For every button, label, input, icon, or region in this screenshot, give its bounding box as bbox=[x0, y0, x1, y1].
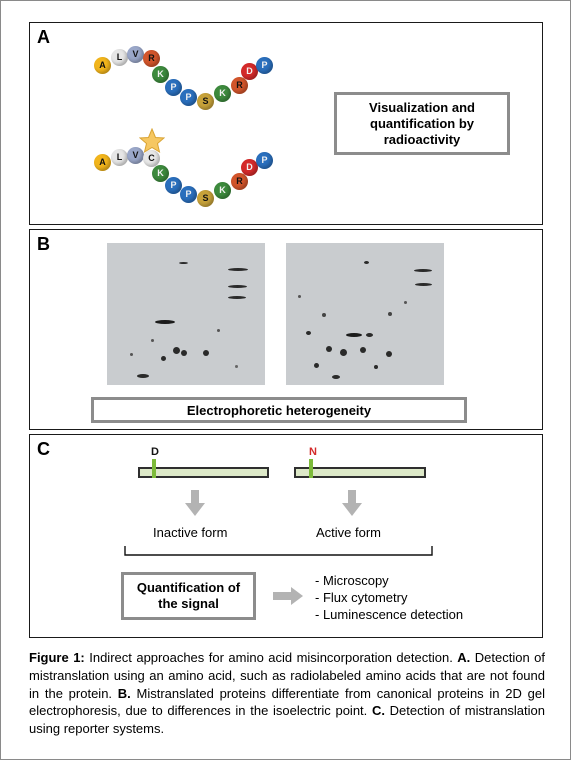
chain1-residue: P bbox=[165, 79, 182, 96]
chain2-residue: C bbox=[143, 150, 160, 167]
chain1-residue: R bbox=[143, 50, 160, 67]
panel-a-letter: A bbox=[37, 27, 50, 47]
quantification-box: Quantification of the signal bbox=[121, 572, 256, 620]
bracket bbox=[124, 546, 433, 556]
reporter-bar-active bbox=[294, 467, 426, 478]
detection-method-list: - Microscopy - Flux cytometry - Luminesc… bbox=[315, 572, 463, 623]
chain1-residue: A bbox=[94, 57, 111, 74]
figure-caption: Figure 1: Indirect approaches for amino … bbox=[29, 650, 545, 737]
chain2-residue: K bbox=[214, 182, 231, 199]
heterogeneity-box: Electrophoretic heterogeneity bbox=[91, 397, 467, 423]
chain1-residue: S bbox=[197, 93, 214, 110]
down-arrow-icon bbox=[342, 490, 362, 516]
chain2-residue: S bbox=[197, 190, 214, 207]
list-item: - Flux cytometry bbox=[315, 590, 408, 605]
chain1-residue: V bbox=[127, 46, 144, 63]
chain1-residue: P bbox=[180, 89, 197, 106]
chain1-residue: K bbox=[152, 66, 169, 83]
chain1-residue: L bbox=[111, 49, 128, 66]
caption-figure-label: Figure 1: bbox=[29, 650, 85, 665]
label-inactive-form: Inactive form bbox=[153, 525, 228, 540]
gel-image-mistranslated bbox=[286, 243, 444, 385]
panel-c: C D N Inactive form Active form Quantifi… bbox=[29, 434, 543, 638]
chain2-residue: L bbox=[111, 149, 128, 166]
list-item: - Microscopy bbox=[315, 573, 389, 588]
chain2-residue: A bbox=[94, 154, 111, 171]
chain1-residue: K bbox=[214, 85, 231, 102]
chain2-residue: V bbox=[127, 147, 144, 164]
marker-label-n: N bbox=[309, 446, 317, 458]
panel-b-letter: B bbox=[37, 234, 50, 254]
list-item: - Luminescence detection bbox=[315, 607, 464, 622]
chain2-residue: D bbox=[241, 159, 258, 176]
right-arrow-icon bbox=[273, 587, 303, 605]
chain1-residue: R bbox=[231, 77, 248, 94]
chain2-residue: P bbox=[180, 186, 197, 203]
chain2-residue: P bbox=[165, 177, 182, 194]
marker-n bbox=[309, 459, 313, 478]
chain2-residue: R bbox=[231, 173, 248, 190]
chain1-residue: P bbox=[256, 57, 273, 74]
chain2-residue: P bbox=[256, 152, 273, 169]
reporter-bar-inactive bbox=[138, 467, 269, 478]
radioactivity-box: Visualization and quantification by radi… bbox=[334, 92, 510, 155]
chain2-residue: K bbox=[152, 165, 169, 182]
chain1-residue: D bbox=[241, 63, 258, 80]
panel-c-letter: C bbox=[37, 439, 50, 459]
marker-label-d: D bbox=[151, 446, 159, 458]
marker-d bbox=[152, 459, 156, 478]
panel-b: B Electrophoretic heteroge bbox=[29, 229, 543, 430]
gel-image-canonical bbox=[107, 243, 265, 385]
down-arrow-icon bbox=[185, 490, 205, 516]
star-icon bbox=[139, 128, 165, 154]
label-active-form: Active form bbox=[316, 525, 382, 540]
